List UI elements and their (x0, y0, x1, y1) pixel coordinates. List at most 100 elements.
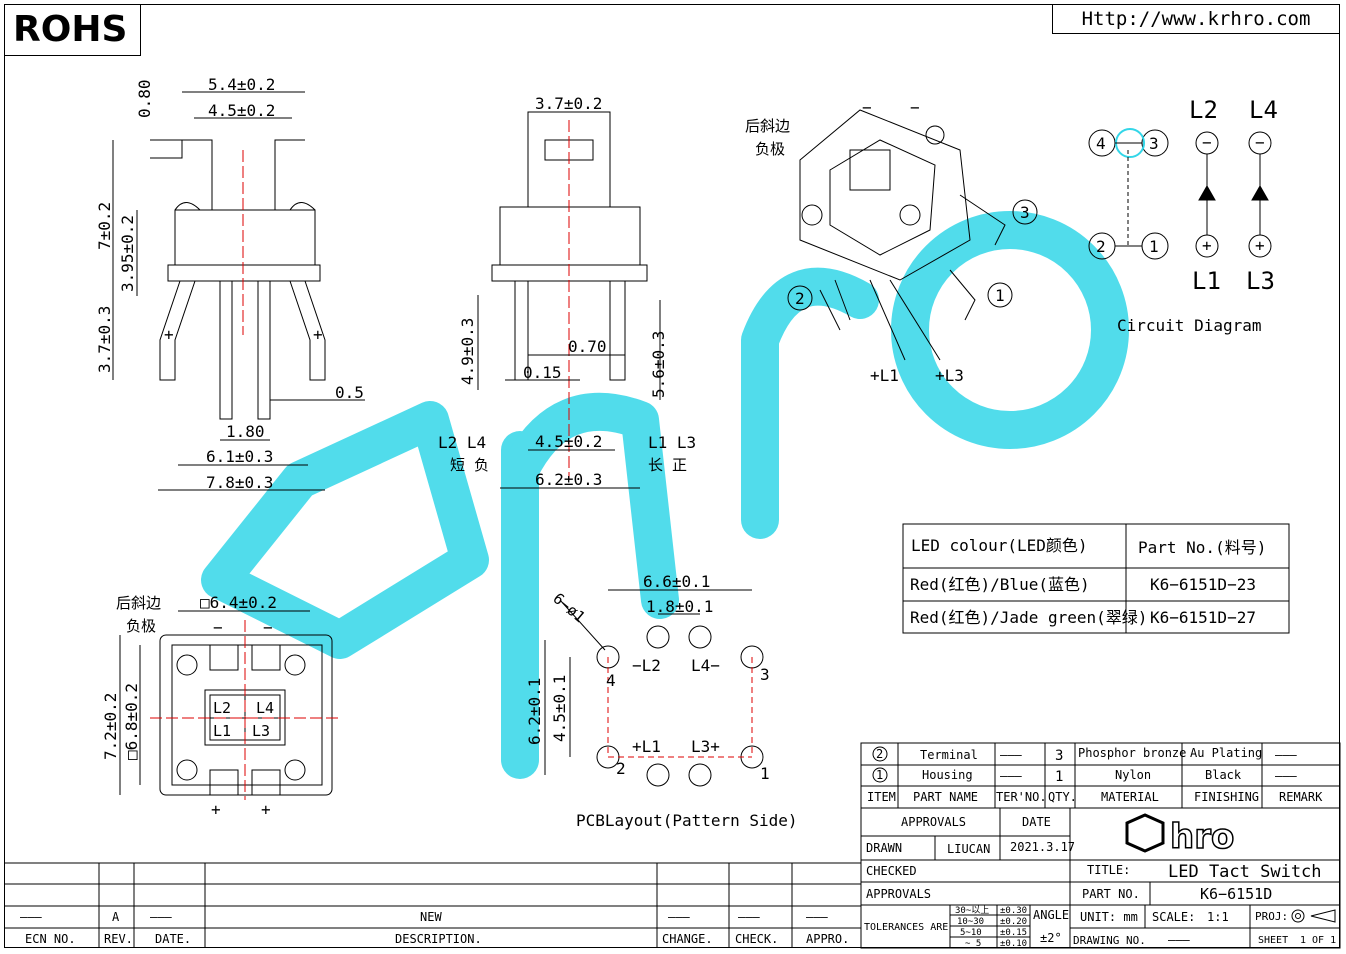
tb-scale: SCALE: (1152, 910, 1195, 924)
tb-tol-val-3: ±0.15 (1000, 928, 1027, 938)
hro-logo-icon: hro (1125, 813, 1235, 858)
website-url: Http://www.krhro.com (1052, 4, 1340, 34)
iso-circle-1 (987, 282, 1013, 308)
side-dim-left-height: 4.9±0.3 (458, 318, 477, 385)
circuit-node-4: 4 (1096, 134, 1106, 153)
pcb-pin-1: 1 (760, 764, 770, 783)
bottom-label-bevel: 后斜边 (116, 594, 161, 612)
pcb-l2: −L2 (632, 656, 661, 675)
bom-table: 2 Terminal ——— 3 Phosphor bronze Au Plat… (867, 746, 1323, 804)
tb-angle-val: ±2° (1040, 931, 1062, 945)
dim-base-outer: 7.8±0.3 (206, 473, 273, 492)
iso-num-2: 2 (795, 289, 805, 308)
tb-tol-range-2: 10~30 (957, 917, 984, 927)
circuit-minus-l4: − (1255, 133, 1265, 152)
iso-num-1: 1 (995, 286, 1005, 305)
side-dim-top: 3.7±0.2 (535, 94, 602, 113)
tb-drawing-no: DRAWING NO. (1073, 934, 1146, 947)
pcb-layout (544, 589, 764, 787)
bom-header-qty: QTY. (1048, 790, 1077, 804)
iso-pin-l3: +L3 (935, 366, 964, 385)
dim-pin-width: 0.5 (335, 383, 364, 402)
parts-table-grid (902, 523, 1290, 634)
projection-symbol-icon (1291, 909, 1336, 923)
bom-header-name: PART NAME (913, 790, 978, 804)
rev-header-appro: APPRO. (806, 932, 849, 946)
tb-drawing-no-val: ——— (1168, 933, 1190, 947)
bom-row1-qty: 3 (1055, 748, 1063, 764)
bom-header-finishing: FINISHING (1194, 790, 1259, 804)
side-view (477, 111, 661, 489)
circuit-l2: L2 (1189, 96, 1218, 124)
tb-approvals2: APPROVALS (866, 887, 931, 901)
bom-header-item: ITEM (867, 790, 896, 804)
pcb-hole-spec: 6−ø1 (549, 589, 588, 626)
rev-header-change: CHANGE. (662, 932, 713, 946)
side-dim-right-height: 5.6±0.3 (649, 331, 668, 398)
rev-change-val: ——— (668, 910, 690, 924)
plus-left: + (164, 325, 174, 344)
tb-tol-range-1: 30~以上 (955, 905, 989, 916)
tb-unit: UNIT: mm (1080, 910, 1138, 924)
iso-num-3: 3 (1020, 203, 1030, 222)
tb-tol-val-4: ±0.10 (1000, 939, 1027, 949)
parts-row1-partno: K6−6151D−23 (1150, 575, 1256, 594)
iso-circle-2 (787, 285, 813, 311)
pcb-l3: L3+ (691, 737, 720, 756)
iso-minus-2: − (910, 98, 920, 117)
pcb-l4: L4− (691, 656, 720, 675)
dim-total-height: 7±0.2 (95, 202, 114, 250)
rev-header-desc: DESCRIPTION. (395, 932, 482, 946)
bottom-dim-width: □6.4±0.2 (200, 593, 277, 612)
iso-circle-3 (1012, 199, 1038, 225)
rev-check-val: ——— (738, 910, 760, 924)
iso-pin-l1: +L1 (870, 366, 899, 385)
front-view (112, 91, 365, 491)
bottom-quad-l1: L1 (213, 722, 231, 740)
tb-drawn-date: 2021.3.17 (1010, 840, 1075, 854)
circuit-plus-l3: + (1255, 236, 1265, 255)
pcb-pin-2: 2 (616, 759, 626, 778)
tb-partno-label: PART NO. (1082, 887, 1140, 901)
side-dim-pitch: 4.5±0.2 (535, 432, 602, 451)
dim-body-height: 3.95±0.2 (118, 215, 137, 292)
dim-base: 6.1±0.3 (206, 447, 273, 466)
tb-drawn: DRAWN (866, 841, 902, 855)
title-block-grid (860, 742, 1341, 949)
side-dim-070: 0.70 (568, 337, 607, 356)
dim-pin-height: 3.7±0.3 (95, 306, 114, 373)
bom-header-material: MATERIAL (1101, 790, 1159, 804)
tb-sheet-val: 1 OF 1 (1300, 935, 1336, 946)
rev-header-ecn: ECN NO. (25, 932, 76, 946)
bom-row1-finishing: Au Plating (1190, 746, 1262, 760)
tb-angle: ANGLE (1033, 908, 1069, 922)
side-right-sub: 长 正 (648, 456, 687, 474)
dim-thickness: 0.80 (135, 79, 154, 118)
side-left-sub: 短 负 (450, 456, 489, 474)
tb-tol-range-4: ~ 5 (965, 939, 981, 949)
tb-tolerances: TOLERANCES ARE (864, 922, 948, 933)
circuit-l4: L4 (1249, 96, 1278, 124)
parts-header-colour: LED colour(LED颜色) (911, 536, 1088, 555)
bottom-quad-l4: L4 (256, 699, 274, 717)
tb-drawn-by: LIUCAN (947, 842, 990, 856)
circuit-node-1: 1 (1149, 237, 1159, 256)
title-block: APPROVALS DATE DRAWN LIUCAN 2021.3.17 CH… (864, 813, 1336, 949)
tb-checked: CHECKED (866, 864, 917, 878)
tb-date: DATE (1022, 815, 1051, 829)
side-dim-outer: 6.2±0.3 (535, 470, 602, 489)
circuit-l3: L3 (1246, 267, 1275, 295)
side-left-label: L2 L4 (438, 433, 486, 452)
bom-row2-remark: ——— (1275, 769, 1297, 783)
rev-date-val: ——— (150, 910, 172, 924)
circuit-node-3: 3 (1149, 134, 1159, 153)
dim-top-inner: 4.5±0.2 (208, 101, 275, 120)
bom-row2-qty: 1 (1055, 769, 1063, 785)
bottom-dim-inner-height: □6.8±0.2 (122, 683, 141, 760)
iso-view (799, 109, 1006, 361)
revision-block: ——— A ——— NEW ——— ——— ——— ECN NO. REV. D… (20, 910, 849, 946)
bottom-plus-right: + (261, 800, 271, 819)
rev-header-check: CHECK. (735, 932, 778, 946)
rev-desc-val: NEW (420, 910, 442, 924)
